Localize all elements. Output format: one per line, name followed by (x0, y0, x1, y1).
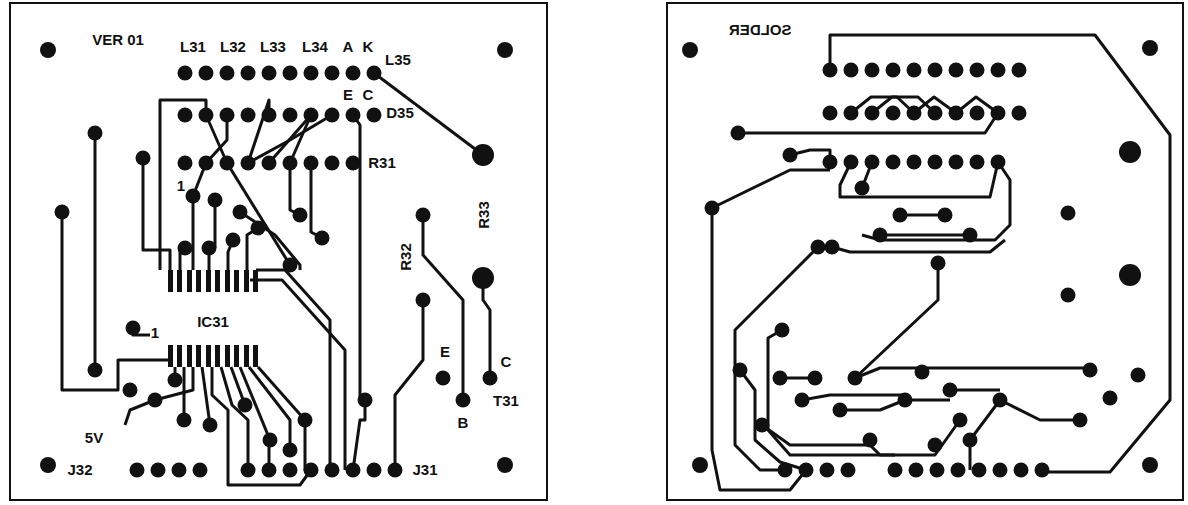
pin-name: E (439, 344, 451, 360)
part-name: L33 (259, 39, 287, 55)
pin-name: E (342, 87, 354, 103)
part-name: J32 (66, 462, 93, 478)
pin-name: A (342, 39, 355, 55)
board-outline (10, 3, 1183, 500)
part-name: L32 (219, 39, 247, 55)
part-name: J31 (411, 462, 438, 478)
pin-name: C (362, 87, 375, 103)
solder-pad (682, 40, 1158, 478)
part-name: T31 (492, 393, 520, 409)
part-name: R33 (476, 200, 492, 230)
pin-number: 1 (150, 325, 160, 341)
pin-number: 1 (176, 178, 186, 194)
part-name: L31 (179, 39, 207, 55)
part-name: R31 (367, 155, 397, 171)
solder-pad (40, 42, 513, 478)
version-label: VER 01 (91, 32, 145, 48)
side-label: SOLDER (728, 22, 793, 38)
pin-name: B (457, 415, 470, 431)
part-name: IC31 (196, 314, 230, 330)
copper-trace (712, 35, 1170, 490)
part-name: L35 (384, 52, 412, 68)
copper-trace (62, 73, 490, 485)
pin-name: K (362, 39, 375, 55)
pin-name: C (500, 354, 513, 370)
ic-pad (168, 270, 258, 367)
part-name: D35 (385, 105, 415, 121)
signal-name: 5V (84, 430, 104, 446)
part-name: L34 (301, 39, 329, 55)
part-name: R32 (398, 242, 414, 272)
